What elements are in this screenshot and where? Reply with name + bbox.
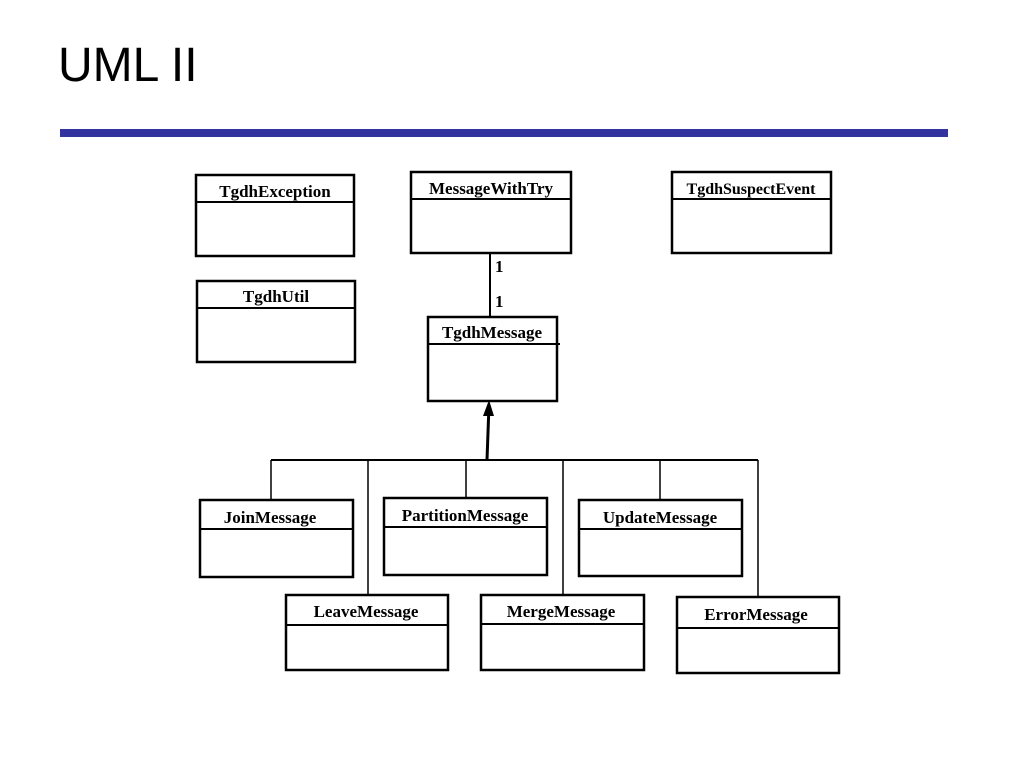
class-name-tgdh-exception: TgdhException	[219, 182, 331, 201]
multiplicity-to-label: 1	[495, 292, 504, 311]
class-leave-message: LeaveMessage	[284, 593, 450, 672]
class-join-message: JoinMessage	[198, 498, 355, 579]
class-name-join-message: JoinMessage	[224, 508, 317, 527]
class-merge-message: MergeMessage	[479, 593, 646, 672]
title-rule	[60, 129, 948, 137]
class-name-error-message: ErrorMessage	[704, 605, 808, 624]
class-name-tgdh-util: TgdhUtil	[243, 287, 309, 306]
class-name-merge-message: MergeMessage	[507, 602, 616, 621]
class-tgdh-suspect-event: TgdhSuspectEvent	[670, 170, 833, 255]
class-update-message: UpdateMessage	[577, 498, 744, 578]
class-name-tgdh-suspect-event: TgdhSuspectEvent	[687, 181, 817, 198]
class-name-leave-message: LeaveMessage	[314, 602, 419, 621]
class-tgdh-util: TgdhUtil	[195, 279, 357, 364]
class-partition-message: PartitionMessage	[382, 496, 549, 577]
class-name-message-with-try: MessageWithTry	[429, 179, 554, 198]
multiplicity-from-label: 1	[495, 257, 504, 276]
class-name-tgdh-message: TgdhMessage	[442, 323, 543, 342]
slide-title: UML II	[58, 39, 198, 92]
class-name-partition-message: PartitionMessage	[402, 506, 529, 525]
generalization-arrowhead	[483, 400, 494, 416]
class-error-message: ErrorMessage	[675, 595, 841, 675]
class-tgdh-exception: TgdhException	[194, 173, 356, 258]
class-message-with-try: MessageWithTry	[409, 170, 573, 255]
class-tgdh-message: TgdhMessage	[426, 315, 560, 403]
class-name-update-message: UpdateMessage	[603, 508, 718, 527]
